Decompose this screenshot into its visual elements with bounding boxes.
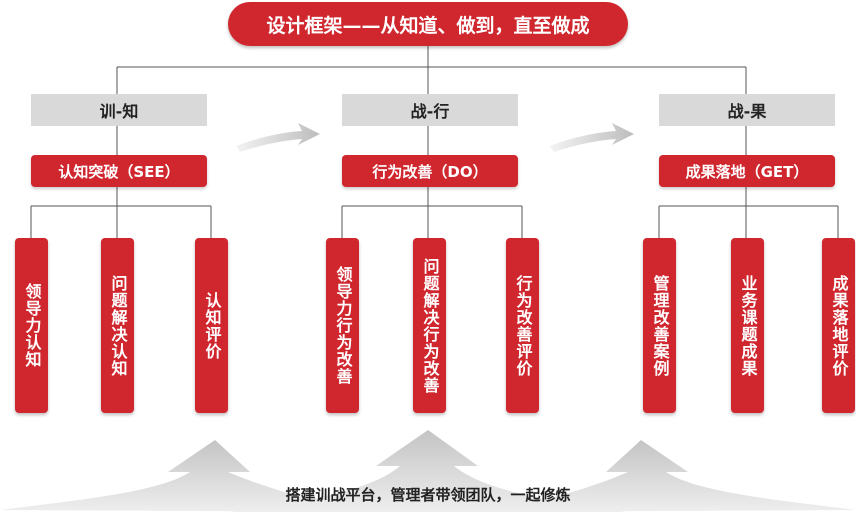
phase-1-sub-label: 认知突破（SEE）	[31, 155, 207, 187]
title-connectors	[30, 46, 839, 238]
phase-1-leaf-2-text: 问题解决认知	[108, 274, 128, 377]
up-arrow-center	[230, 430, 626, 512]
phase-2-sub-label: 行为改善（DO）	[342, 155, 518, 187]
up-arrow-right	[476, 440, 856, 512]
phase-2-leaf-3-text: 行为改善评价	[513, 274, 533, 377]
phase-2-leaf-2-text: 问题解决行为改善	[420, 257, 440, 394]
phase-1-leaf-3-text: 认知评价	[202, 291, 222, 360]
footer-caption: 搭建训战平台，管理者带领团队，一起修炼	[285, 486, 571, 504]
phase-3-leaf-1: 管理改善案例	[643, 238, 676, 413]
phase-3-sub-label: 成果落地（GET）	[659, 155, 835, 187]
phase-2-leaf-2: 问题解决行为改善	[413, 238, 446, 413]
phase-1-leaf-2: 问题解决认知	[101, 238, 134, 413]
phase-3-leaf-2: 业务课题成果	[731, 238, 764, 413]
progress-arrow-2	[550, 123, 634, 152]
progress-arrow-1	[236, 123, 320, 152]
phase-2-label: 战-行	[342, 94, 518, 126]
phase-1-label: 训-知	[31, 94, 207, 126]
phase-3-leaf-3: 成果落地评价	[822, 238, 855, 413]
phase-1-leaf-1-text: 领导力认知	[22, 283, 42, 368]
framework-title: 设计框架——从知道、做到，直至做成	[228, 2, 628, 46]
phase-3-leaf-3-text: 成果落地评价	[829, 274, 849, 377]
phase-2-leaf-1: 领导力行为改善	[326, 238, 359, 413]
phase-3-leaf-2-text: 业务课题成果	[738, 274, 758, 377]
phase-3-leaf-1-text: 管理改善案例	[650, 274, 670, 377]
phase-3-label: 战-果	[659, 94, 835, 126]
phase-1-leaf-3: 认知评价	[195, 238, 228, 413]
phase-1-leaf-1: 领导力认知	[15, 238, 48, 413]
phase-2-leaf-1-text: 领导力行为改善	[333, 266, 353, 385]
up-arrow-left	[0, 440, 380, 512]
phase-2-leaf-3: 行为改善评价	[506, 238, 539, 413]
